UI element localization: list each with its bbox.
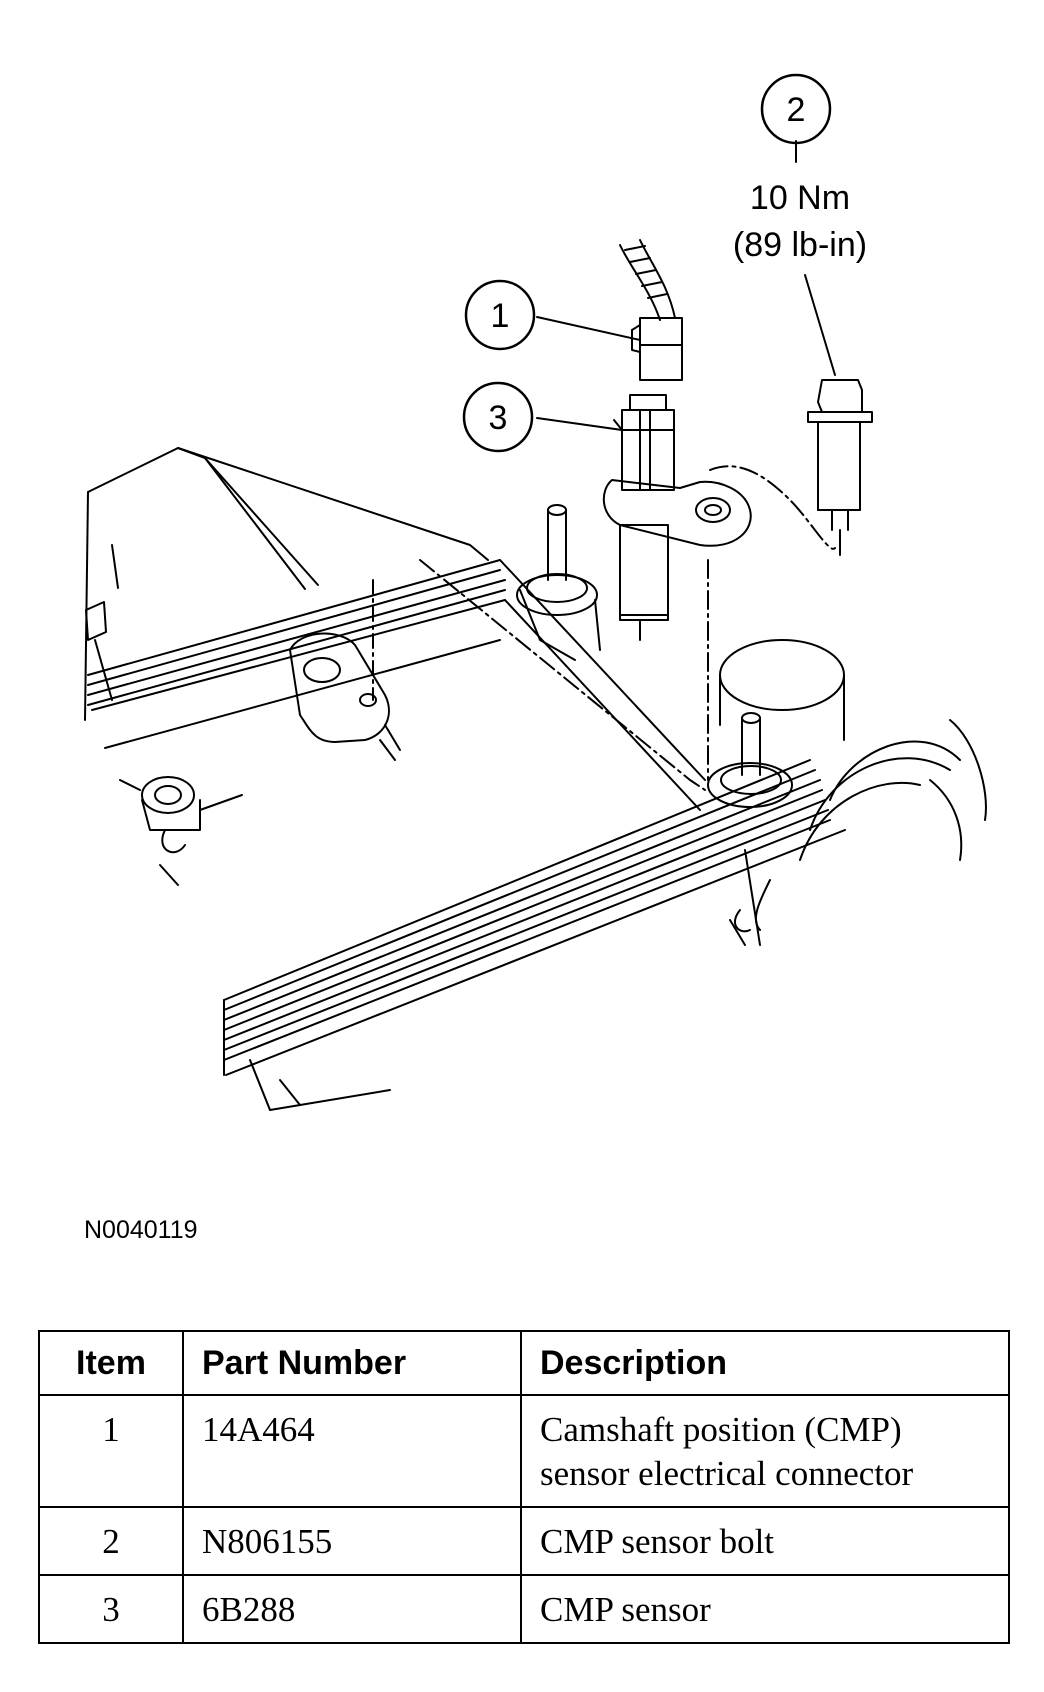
callout-circle-1 bbox=[464, 279, 536, 351]
cmp-bolt bbox=[807, 379, 873, 556]
torque-nm: 10 Nm bbox=[750, 179, 850, 217]
cell-item: 2 bbox=[38, 1506, 184, 1576]
cell-description: CMP sensor bolt bbox=[520, 1506, 1010, 1576]
table-header-row: Item Part Number Description bbox=[38, 1330, 1010, 1396]
torque-lbin: (89 lb-in) bbox=[733, 226, 867, 264]
cell-part-number: N806155 bbox=[182, 1506, 522, 1576]
bracket-left bbox=[289, 579, 401, 761]
cell-part-number: 14A464 bbox=[182, 1394, 522, 1508]
stud-right bbox=[707, 712, 793, 808]
header-part-number: Part Number bbox=[182, 1330, 522, 1396]
cmp-sensor bbox=[602, 394, 752, 781]
table-row: 3 6B288 CMP sensor bbox=[38, 1574, 1010, 1644]
cmp-connector bbox=[619, 239, 683, 381]
header-item: Item bbox=[38, 1330, 184, 1396]
cell-part-number: 6B288 bbox=[182, 1574, 522, 1644]
cell-item: 3 bbox=[38, 1574, 184, 1644]
callout-number-3: 3 bbox=[489, 399, 508, 437]
pulley bbox=[729, 719, 987, 946]
cell-item: 1 bbox=[38, 1394, 184, 1508]
stud-left bbox=[516, 504, 601, 661]
leader-line-3 bbox=[536, 417, 623, 431]
cell-description: CMP sensor bbox=[520, 1574, 1010, 1644]
bracket-far-left bbox=[119, 776, 243, 886]
leader-line-2b bbox=[804, 274, 836, 376]
callout-number-1: 1 bbox=[491, 297, 510, 335]
oil-cap bbox=[719, 639, 845, 741]
header-description: Description bbox=[520, 1330, 1010, 1396]
engine-cover bbox=[84, 447, 489, 721]
description-line: sensor electrical connector bbox=[540, 1454, 914, 1493]
parts-table: Item Part Number Description 1 14A464 Ca… bbox=[38, 1330, 1010, 1644]
callout-number-2: 2 bbox=[787, 91, 806, 129]
callout-circle-3 bbox=[462, 381, 534, 453]
belt bbox=[87, 559, 846, 1111]
callout-circle-2 bbox=[760, 73, 832, 145]
description-line: Camshaft position (CMP) bbox=[540, 1410, 902, 1449]
table-row: 2 N806155 CMP sensor bolt bbox=[38, 1506, 1010, 1576]
cell-description: Camshaft position (CMP) sensor electrica… bbox=[520, 1394, 1010, 1508]
leader-line-1 bbox=[536, 316, 641, 341]
figure-id: N0040119 bbox=[84, 1216, 198, 1244]
engine-diagram: 2 1 3 10 Nm (89 lb-in) bbox=[84, 73, 987, 1111]
table-row: 1 14A464 Camshaft position (CMP) sensor … bbox=[38, 1394, 1010, 1508]
